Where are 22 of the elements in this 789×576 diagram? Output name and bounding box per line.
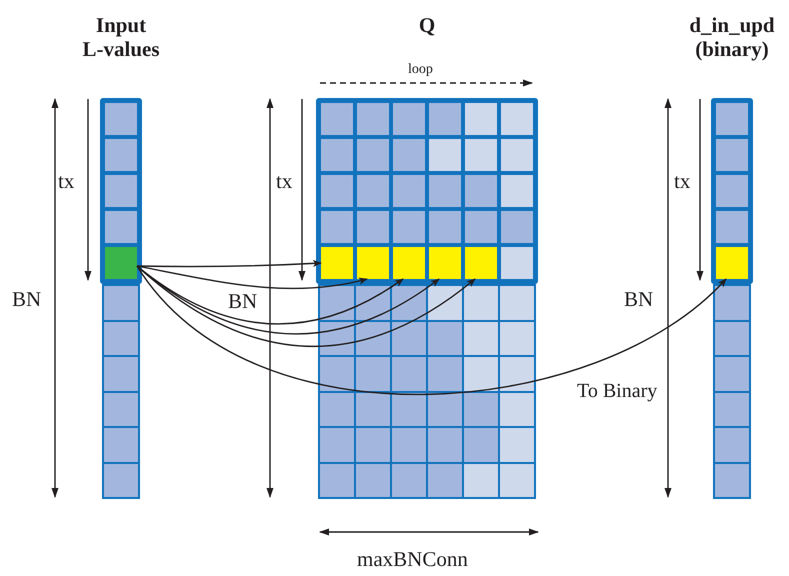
highlighted-cell — [393, 247, 425, 279]
highlighted-cell — [105, 247, 137, 279]
dimension-label: tx — [58, 170, 74, 194]
highlighted-cell — [321, 247, 353, 279]
dimension-label: loop — [408, 62, 433, 78]
dimension-label: BN — [12, 288, 42, 312]
dimension-label: tx — [674, 170, 690, 194]
highlighted-cell — [465, 247, 497, 279]
dimension-label: tx — [276, 170, 292, 194]
highlighted-cell — [357, 247, 389, 279]
column-heading: d_in_upd (binary) — [688, 14, 776, 62]
curved-arrow — [136, 260, 322, 268]
curved-arrow — [136, 266, 727, 395]
curved-arrow — [136, 265, 368, 290]
curved-arrow — [136, 265, 476, 347]
dimension-label: BN — [624, 288, 654, 312]
highlighted-cell — [429, 247, 461, 279]
highlighted-cell — [716, 247, 748, 279]
dimension-label: maxBNConn — [357, 548, 468, 572]
column-heading: Q — [418, 14, 436, 38]
dimension-label: BN — [228, 290, 258, 314]
column-heading: Input L-values — [81, 14, 160, 62]
